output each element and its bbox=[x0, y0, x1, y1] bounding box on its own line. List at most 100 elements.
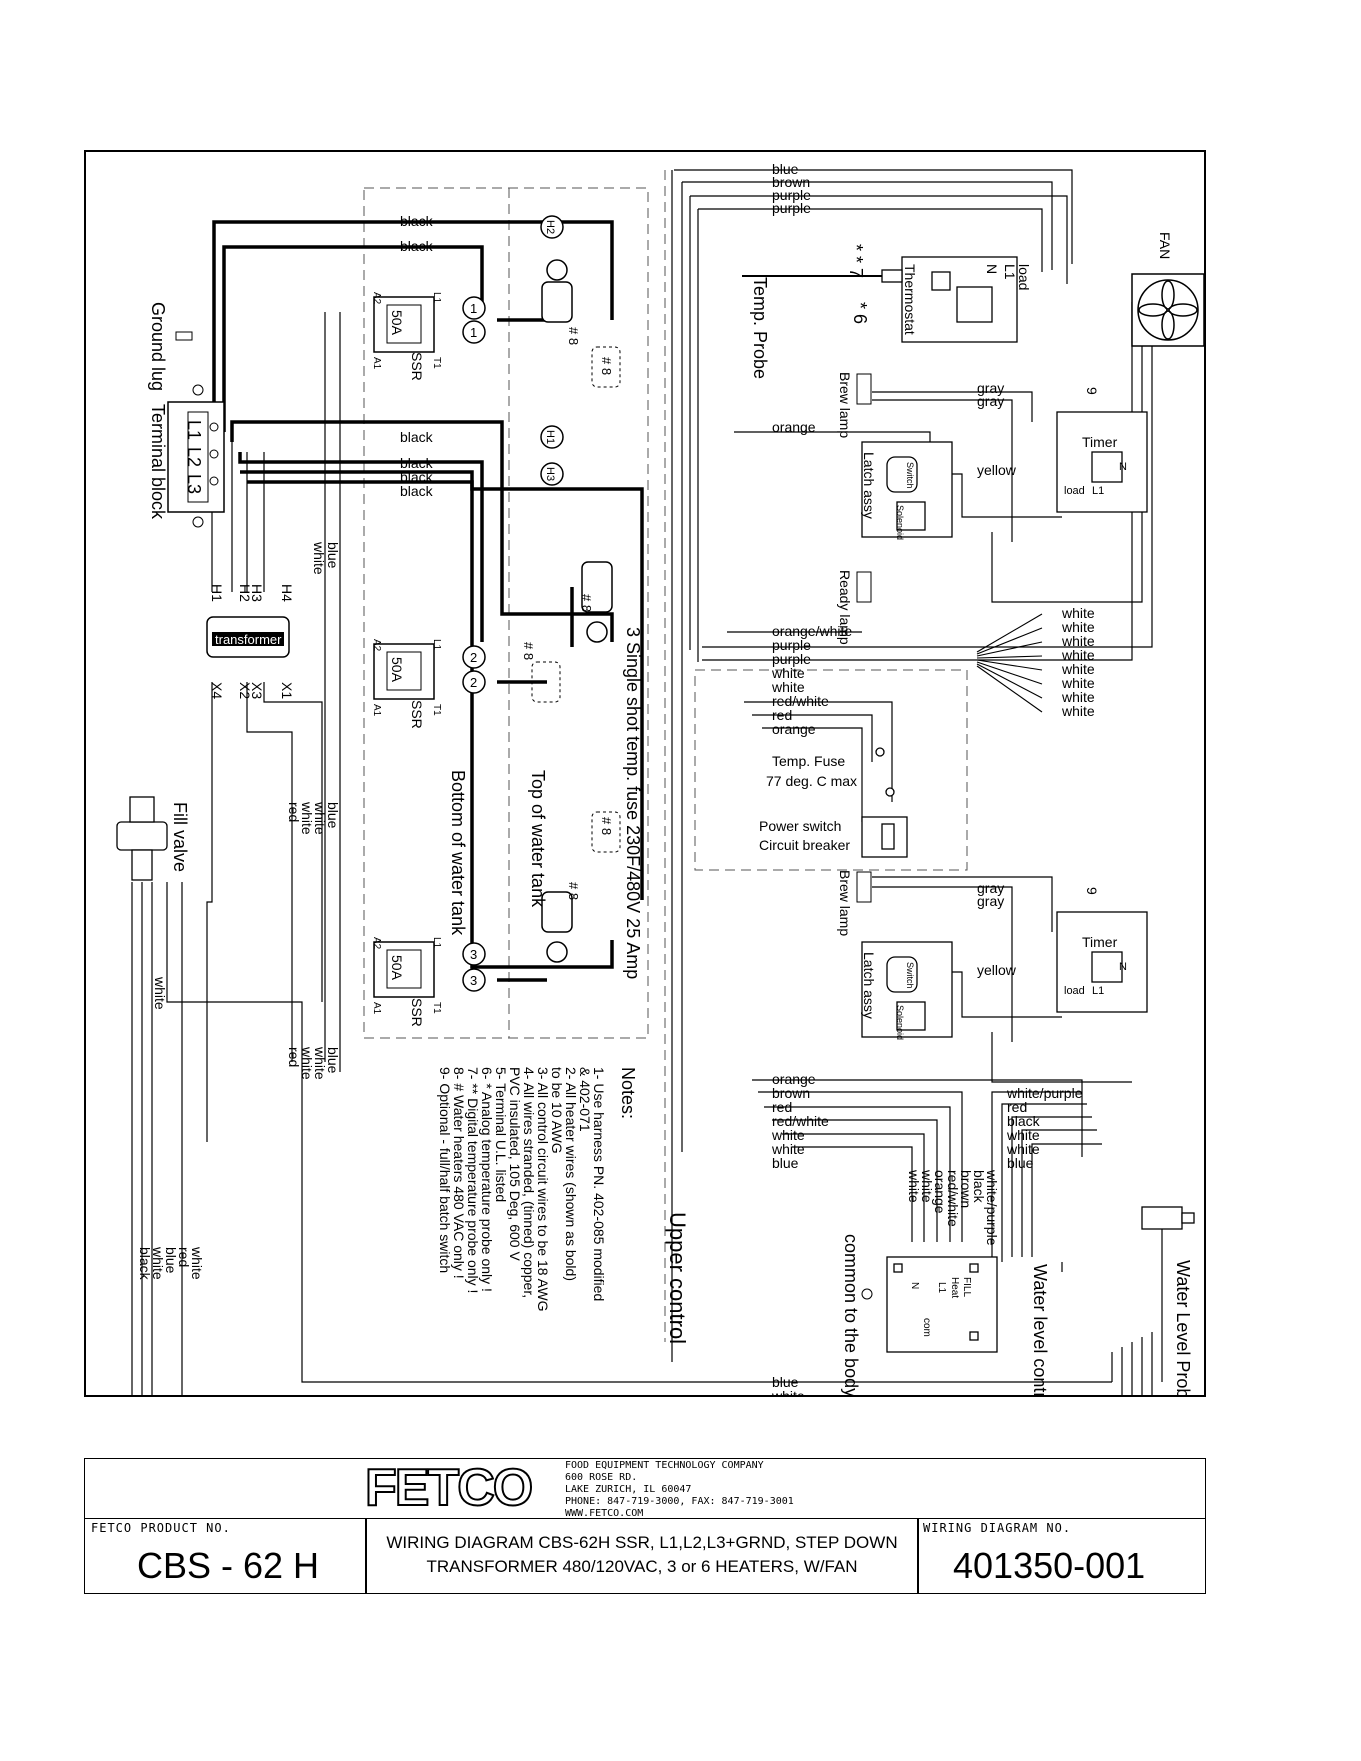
fuse-mark-4: # 8 bbox=[521, 642, 536, 660]
thermostat-load-label: load bbox=[1016, 264, 1032, 290]
wire-gray-3: gray bbox=[977, 880, 1004, 896]
fuse-mark-1: # 8 bbox=[566, 327, 581, 345]
description-line-1: WIRING DIAGRAM CBS-62H SSR, L1,L2,L3+GRN… bbox=[386, 1533, 898, 1552]
wire-red-white-b: red/white bbox=[772, 1113, 829, 1129]
transformer-label: transformer bbox=[215, 632, 282, 647]
h1-heater-label: H1 bbox=[544, 430, 556, 444]
note-dstar-label: * * 7 bbox=[846, 244, 866, 278]
ready-lamp-icon bbox=[856, 571, 872, 603]
wire-purple-top2: purple bbox=[772, 200, 811, 216]
wire-white-b1: white bbox=[771, 1127, 805, 1143]
wire-blue-b: blue bbox=[772, 1155, 799, 1171]
water-level-control-board bbox=[886, 1256, 998, 1353]
temp-fuse-rating: 77 deg. C max bbox=[766, 773, 857, 789]
wire-red-white-v: red/white bbox=[945, 1170, 961, 1227]
note-1b: & 402-071 bbox=[577, 1067, 593, 1132]
wire-purple-top1: purple bbox=[772, 187, 811, 203]
wire-purple-m2: purple bbox=[772, 651, 811, 667]
temp-probe-label: Temp. Probe bbox=[750, 277, 770, 379]
h4-label: H4 bbox=[279, 584, 295, 602]
terminal-block bbox=[167, 384, 225, 528]
wire-white-b3: white bbox=[1006, 1127, 1040, 1143]
latch-assy-2 bbox=[861, 941, 953, 1038]
wire-blue-4: blue bbox=[163, 1247, 179, 1274]
wire-blue-b2: blue bbox=[1007, 1155, 1034, 1171]
note-2: 2- All heater wires (shown as bold) bbox=[563, 1067, 579, 1281]
wire-white-s1: white bbox=[1061, 605, 1095, 621]
timer-1 bbox=[1056, 411, 1148, 513]
power-switch[interactable] bbox=[861, 747, 908, 858]
phone: PHONE: 847-719-3000, FAX: 847-719-3001 bbox=[565, 1496, 794, 1507]
wire-white-s7: white bbox=[1061, 689, 1095, 705]
note-6: 6- * Analog temperature probe only ! bbox=[479, 1067, 495, 1292]
ssr3-label: SSR bbox=[409, 998, 425, 1027]
wl-l1: L1 bbox=[936, 1282, 947, 1294]
wire-white-s5: white bbox=[1061, 661, 1095, 677]
wire-black-1: black bbox=[400, 213, 434, 229]
ssr3-rating: 50A bbox=[389, 955, 405, 981]
wire-gray-4: gray bbox=[977, 893, 1004, 909]
ssr3-pin-l1: L1 bbox=[431, 937, 442, 949]
brew-lamp-2-icon bbox=[856, 871, 872, 903]
ground-lug-icon bbox=[175, 331, 193, 341]
timer-2-n: N bbox=[1119, 961, 1127, 973]
drawing-sheet: Ground lug Terminal block L1 L2 L3 trans… bbox=[84, 150, 1206, 1397]
latch-2-switch: Switch bbox=[905, 962, 915, 989]
fuse-mark-6: # 8 bbox=[566, 882, 581, 900]
wire-red-white-m: red/white bbox=[772, 693, 829, 709]
x4-label: X4 bbox=[209, 682, 225, 699]
timer-2-label: Timer bbox=[1082, 934, 1118, 950]
wire-white-4: white bbox=[312, 1046, 328, 1080]
tb-l1-label: L1 bbox=[184, 420, 204, 440]
diagram-no-label: WIRING DIAGRAM NO. bbox=[923, 1521, 1072, 1535]
latch-2-solenoid: Solenoid bbox=[895, 1005, 905, 1040]
wire-white-1: white bbox=[311, 541, 327, 575]
wire-brown-v: brown bbox=[958, 1170, 974, 1208]
thermostat-n-label: N bbox=[984, 264, 1000, 274]
timer-2 bbox=[1056, 911, 1148, 1013]
wire-orange-v: orange bbox=[932, 1170, 948, 1214]
wire-yellow-2: yellow bbox=[977, 962, 1017, 978]
product-label: FETCO PRODUCT NO. bbox=[91, 1521, 231, 1535]
wire-white-b2: white bbox=[771, 1141, 805, 1157]
heater-2a-label: 2 bbox=[470, 650, 477, 665]
h2-heater-label: H2 bbox=[544, 220, 556, 234]
wire-blue-bus: blue bbox=[772, 1374, 799, 1390]
x3-label: X3 bbox=[249, 682, 265, 699]
wire-white-8: white bbox=[150, 1246, 166, 1280]
wire-blue-3: blue bbox=[325, 1047, 341, 1074]
timer-2-l1: L1 bbox=[1092, 985, 1104, 997]
company-header bbox=[84, 1458, 1206, 1518]
latch-2-label: Latch assy bbox=[861, 952, 877, 1019]
common-body-label: common to the body bbox=[841, 1234, 861, 1395]
wire-blue-2: blue bbox=[325, 802, 341, 829]
water-level-probe bbox=[1141, 1206, 1195, 1230]
description-cell: WIRING DIAGRAM CBS-62H SSR, L1,L2,L3+GRN… bbox=[366, 1518, 918, 1594]
product-number: CBS - 62 H bbox=[137, 1545, 320, 1586]
wire-white-bus1: white bbox=[771, 1388, 805, 1395]
latch-assy-1 bbox=[861, 441, 953, 538]
upper-control-label: Upper control bbox=[665, 1212, 690, 1344]
terminal-block-label: Terminal block bbox=[148, 404, 168, 520]
ssr2-pin-a2: A2 bbox=[371, 639, 382, 652]
circuit-breaker-label: Circuit breaker bbox=[759, 837, 850, 853]
wire-gray-1: gray bbox=[977, 380, 1004, 396]
note-2b: to be 10 AWG bbox=[549, 1067, 565, 1154]
note-4b: PVC insulated, 105 Deg, 600 V bbox=[507, 1067, 523, 1261]
wire-white-b4: white bbox=[1006, 1141, 1040, 1157]
power-switch-label: Power switch bbox=[759, 818, 841, 834]
fan-label: FAN bbox=[1157, 232, 1173, 259]
temp-fuse-label: Temp. Fuse bbox=[772, 753, 845, 769]
fuse-mark-5: # 8 bbox=[599, 817, 614, 835]
wire-white-3: white bbox=[299, 801, 315, 835]
h3-label: H3 bbox=[249, 584, 265, 602]
wire-blue-1: blue bbox=[325, 542, 341, 569]
wire-orange-m: orange bbox=[772, 721, 816, 737]
wire-white-v1: white bbox=[919, 1169, 935, 1203]
wire-white-2: white bbox=[312, 801, 328, 835]
product-cell: FETCO PRODUCT NO. CBS - 62 H bbox=[84, 1518, 366, 1594]
ssr-relay-3 bbox=[373, 941, 435, 998]
ssr1-pin-a1: A1 bbox=[371, 357, 382, 370]
wire-orange-1: orange bbox=[772, 419, 816, 435]
wire-orange-b: orange bbox=[772, 1071, 816, 1087]
